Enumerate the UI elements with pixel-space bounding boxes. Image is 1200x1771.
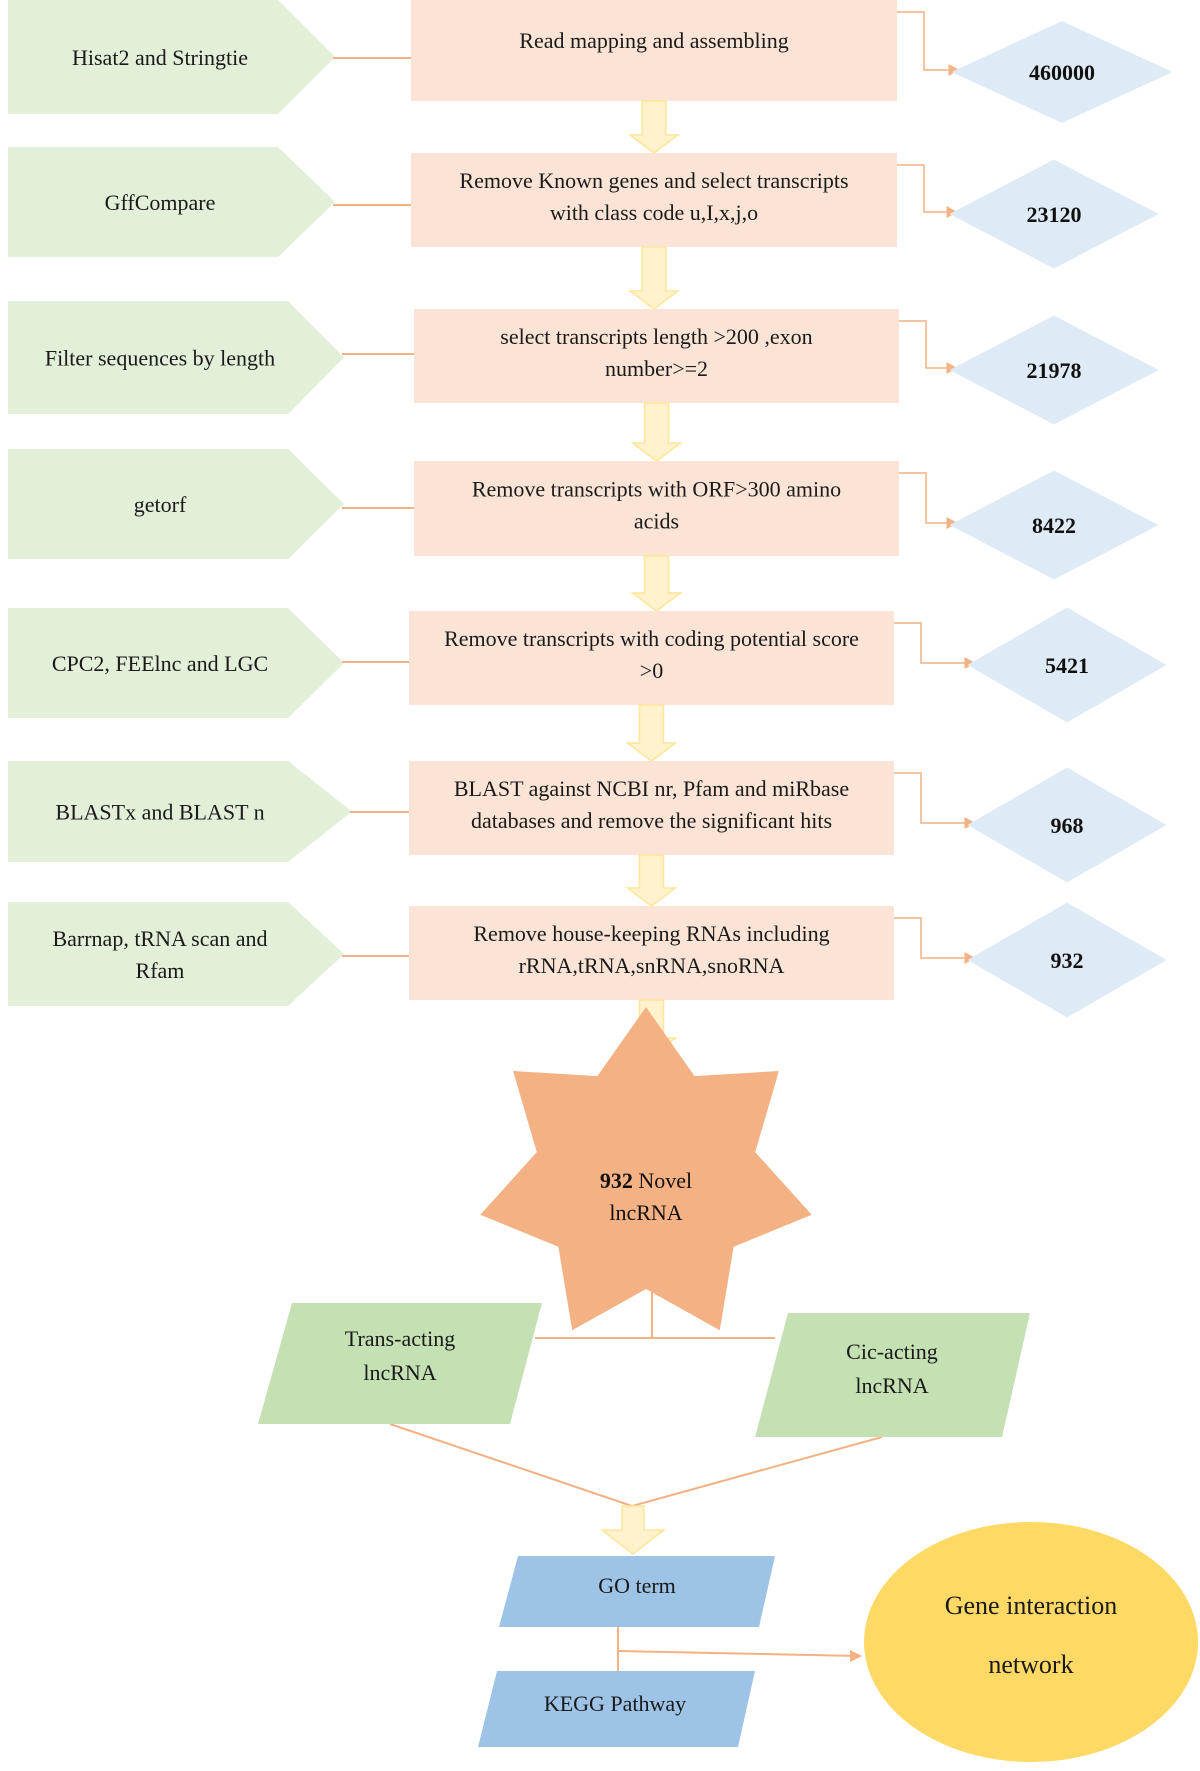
tool-label-4-line-1: getorf	[134, 492, 187, 517]
down-arrow-4	[630, 555, 683, 612]
star-label-line2: lncRNA	[609, 1200, 682, 1225]
step-box-3: select transcripts length >200 ,exon numb…	[414, 309, 899, 403]
count-diamond-7: 932	[967, 902, 1167, 1018]
step-count-connector-6	[894, 772, 968, 824]
step-count-arrowhead-6	[964, 817, 976, 829]
cis-acting-lncrna-box: Cic-acting lncRNA	[755, 1313, 1030, 1437]
pipeline-row-1: Hisat2 and Stringtie Read mapping and ass…	[8, 0, 1173, 154]
step-box-7: Remove house-keeping RNAs including rRNA,…	[409, 906, 894, 1000]
tool-label-7-line-2: Rfam	[136, 958, 185, 983]
tool-box-5: CPC2, FEElnc and LGC	[8, 608, 344, 718]
go-term-label: GO term	[598, 1573, 676, 1598]
step-label-2-line-1: Remove Known genes and select transcript…	[459, 168, 848, 193]
step-box-4: Remove transcripts with ORF>300 amino aci…	[414, 461, 899, 556]
tool-label-2-line-1: GffCompare	[105, 190, 216, 215]
down-arrow-3	[630, 402, 683, 462]
count-value-3: 21978	[1027, 358, 1082, 383]
step-count-arrowhead-1	[948, 64, 960, 76]
down-arrow-6	[625, 854, 678, 907]
step-label-6-line-2: databases and remove the significant hit…	[471, 808, 832, 833]
step-box-2: Remove Known genes and select transcript…	[411, 153, 897, 247]
count-value-4: 8422	[1032, 513, 1076, 538]
down-arrow-to-analysis	[599, 1505, 667, 1555]
count-diamond-1: 460000	[951, 21, 1173, 123]
trans-acting-lncrna-box: Trans-acting lncRNA	[258, 1303, 542, 1424]
pipeline-row-3: Filter sequences by length select transcr…	[8, 301, 1159, 462]
star-label-line1: 932 Novel	[600, 1168, 692, 1193]
count-diamond-2: 23120	[949, 159, 1159, 269]
tool-label-1-line-1: Hisat2 and Stringtie	[72, 45, 248, 70]
tool-box-2: GffCompare	[8, 147, 335, 257]
step-box-1: Read mapping and assembling	[411, 0, 897, 101]
count-diamond-3: 21978	[949, 315, 1159, 425]
step-count-connector-2	[897, 164, 950, 213]
step-label-7-line-1: Remove house-keeping RNAs including	[473, 921, 829, 946]
step-label-6-line-1: BLAST against NCBI nr, Pfam and miRbase	[454, 776, 849, 801]
count-value-2: 23120	[1027, 202, 1082, 227]
star-count: 932	[600, 1168, 633, 1193]
step-label-5-line-1: Remove transcripts with coding potential…	[444, 626, 859, 651]
down-arrow-1	[627, 100, 681, 154]
pipeline-row-6: BLASTx and BLAST n BLAST against NCBI nr,…	[8, 761, 1167, 907]
kegg-pathway-box: KEGG Pathway	[478, 1671, 755, 1747]
trans-acting-label-line1: Trans-acting	[345, 1326, 455, 1351]
tool-box-1: Hisat2 and Stringtie	[8, 0, 335, 114]
step-count-connector-4	[899, 472, 950, 524]
gene-interaction-network-ellipse: Gene interaction network	[864, 1522, 1198, 1762]
step-count-connector-1	[897, 11, 952, 71]
count-value-1: 460000	[1029, 60, 1095, 85]
tool-box-4: getorf	[8, 449, 344, 559]
cis-acting-label-line2: lncRNA	[855, 1373, 928, 1398]
step-label-5-line-2: >0	[640, 658, 663, 683]
step-label-3-line-2: number>=2	[605, 356, 708, 381]
go-term-box: GO term	[499, 1556, 775, 1627]
count-diamond-4: 8422	[949, 470, 1159, 580]
step-count-connector-5	[894, 622, 968, 664]
tool-box-3: Filter sequences by length	[8, 301, 344, 414]
step-count-arrowhead-3	[946, 362, 958, 374]
tool-label-5-line-1: CPC2, FEElnc and LGC	[52, 651, 268, 676]
pathway-to-network-connector	[617, 1627, 862, 1671]
step-label-4-line-2: acids	[634, 509, 679, 534]
trans-acting-label-line2: lncRNA	[363, 1360, 436, 1385]
pipeline-row-5: CPC2, FEElnc and LGC Remove transcripts w…	[8, 607, 1167, 762]
kegg-pathway-label: KEGG Pathway	[544, 1691, 686, 1716]
count-value-6: 968	[1051, 813, 1084, 838]
step-label-1-line-1: Read mapping and assembling	[519, 28, 788, 53]
step-label-7-line-2: rRNA,tRNA,snRNA,snoRNA	[519, 953, 785, 978]
tool-label-6-line-1: BLASTx and BLAST n	[55, 800, 264, 825]
novel-lncrna-star: 932 Novel lncRNA	[480, 1007, 812, 1331]
count-diamond-6: 968	[967, 767, 1167, 883]
count-value-7: 932	[1051, 948, 1084, 973]
network-label-line2: network	[988, 1650, 1073, 1679]
step-box-5: Remove transcripts with coding potential…	[409, 611, 894, 705]
step-box-6: BLAST against NCBI nr, Pfam and miRbase d…	[409, 761, 894, 855]
count-diamond-5: 5421	[967, 607, 1167, 723]
cis-acting-label-line1: Cic-acting	[846, 1339, 938, 1364]
branch-connectors	[389, 1286, 883, 1507]
step-label-2-line-2: with class code u,I,x,j,o	[550, 200, 758, 225]
down-arrow-2	[627, 246, 681, 310]
step-count-arrowhead-5	[964, 657, 976, 669]
star-word-novel: Novel	[638, 1168, 692, 1193]
step-count-connector-3	[899, 320, 950, 369]
step-count-arrowhead-7	[964, 952, 976, 964]
step-label-4-line-1: Remove transcripts with ORF>300 amino	[472, 477, 841, 502]
step-count-arrowhead-2	[946, 206, 958, 218]
pipeline-row-4: getorf Remove transcripts with ORF>300 am…	[8, 449, 1159, 612]
count-value-5: 5421	[1045, 653, 1089, 678]
tool-label-3-line-1: Filter sequences by length	[45, 346, 275, 371]
step-count-arrowhead-4	[946, 517, 958, 529]
step-count-connector-7	[894, 917, 968, 959]
pipeline-row-2: GffCompare Remove Known genes and select …	[8, 147, 1159, 310]
down-arrow-5	[625, 704, 678, 762]
tool-box-6: BLASTx and BLAST n	[8, 761, 352, 862]
tool-label-7-line-1: Barrnap, tRNA scan and	[52, 926, 267, 951]
step-label-3-line-1: select transcripts length >200 ,exon	[500, 324, 812, 349]
network-label-line1: Gene interaction	[945, 1591, 1118, 1620]
